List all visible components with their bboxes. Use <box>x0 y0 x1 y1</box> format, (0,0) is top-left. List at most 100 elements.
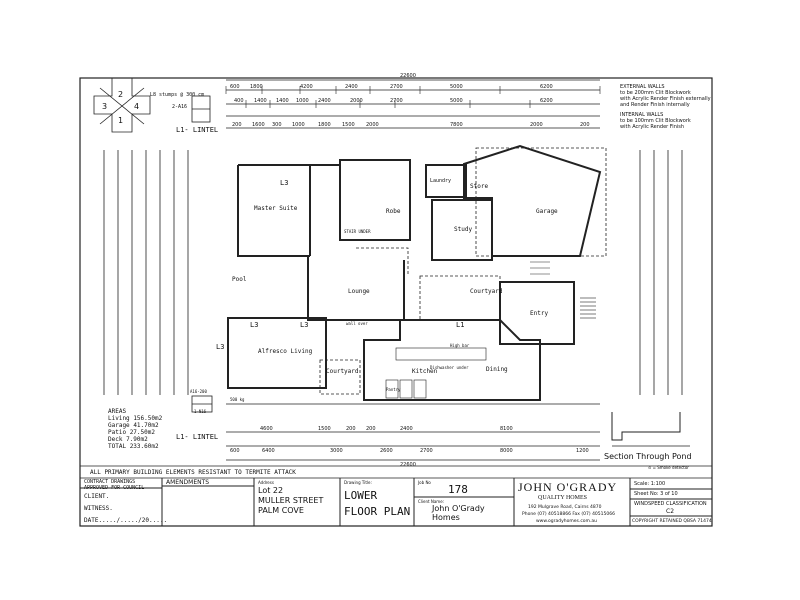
dim-top: 5000 <box>450 84 463 90</box>
walls-l4: to be 100mm Clit Blockwork <box>620 118 691 124</box>
dim-top: 4200 <box>300 84 313 90</box>
dim-top: 400 <box>234 98 244 104</box>
n16-note: 1-N16 <box>194 409 207 414</box>
room-courtyard-right: Courtyard <box>470 288 503 295</box>
section-pond-title: Section Through Pond <box>604 452 692 461</box>
room-garage: Garage <box>536 208 558 215</box>
address-line3: PALM COVE <box>258 506 304 515</box>
dim-top: 1800 <box>318 122 331 128</box>
dim-bottom: 2400 <box>400 426 413 432</box>
contract-line1: CONTRACT DRAWINGS <box>84 479 136 485</box>
label-l3: L3 <box>250 321 259 329</box>
windspeed-value: C2 <box>666 508 675 515</box>
room-dining: Dining <box>486 366 508 373</box>
drawing-title-label: Drawing Title: <box>344 480 372 485</box>
windspeed-label: WINDSPEED CLASSIFICATION <box>634 501 707 507</box>
dim-top: 2000 <box>530 122 543 128</box>
dim-top: 200 <box>232 122 242 128</box>
areas-value: 41.70m2 <box>133 422 159 429</box>
room-study: Study <box>454 226 473 233</box>
dim-bottom-overall: 22600 <box>400 462 416 468</box>
dim-bottom: 1500 <box>318 426 331 432</box>
stump-note: L8 stumps @ 300 cm <box>150 92 205 98</box>
dim-top: 1000 <box>292 122 305 128</box>
areas-value: 27.50m2 <box>129 429 155 436</box>
company-name: JOHN O'GRADY <box>518 480 618 494</box>
dim-top: 2700 <box>390 98 403 104</box>
room-courtyard-left: Courtyard <box>326 368 359 375</box>
label-l3: L3 <box>216 343 225 351</box>
drawing-title: LOWER FLOOR PLAN <box>344 490 410 518</box>
room-entry: Entry <box>530 310 549 317</box>
areas-row: Patio 27.50m2 <box>108 429 162 436</box>
contract-line2: APPROVED FOR COUNCIL <box>84 485 145 491</box>
scale: Scale: 1:100 <box>634 481 666 487</box>
label-l3: L3 <box>300 321 309 329</box>
contract-block: CONTRACT DRAWINGS APPROVED FOR COUNCIL <box>84 479 144 491</box>
dim-top: 7800 <box>450 122 463 128</box>
dim-top: 5000 <box>450 98 463 104</box>
company-address: 192 Mulgrave Road, Cairns 4870 <box>528 505 602 510</box>
lintel-note: L1- LINTEL <box>176 126 219 134</box>
sheet-no: Sheet No: 3 of 10 <box>634 491 678 497</box>
dim-top: 1400 <box>254 98 267 104</box>
date-line: DATE...../...../20..... <box>84 517 168 524</box>
highbar-note: High bar <box>450 343 470 348</box>
areas-row: Living 156.50m2 <box>108 415 162 422</box>
drawing-title-line2: FLOOR PLAN <box>344 505 411 518</box>
copyright: COPYRIGHT RETAINED QBSA 71474 <box>632 519 712 524</box>
a16-200-note: A16-200 <box>190 389 207 394</box>
company-web: www.ogradyhomes.com.au <box>536 519 597 524</box>
dim-top: 1500 <box>342 122 355 128</box>
dim-bottom: 200 <box>346 426 356 432</box>
termite-note: ALL PRIMARY BUILDING ELEMENTS RESISTANT … <box>90 469 296 476</box>
areas-key: TOTAL <box>108 443 127 450</box>
address-block: Lot 22 MULLER STREET PALM COVE <box>258 486 323 516</box>
dim-bottom: 600 <box>230 448 240 454</box>
amendments-header: AMENDMENTS <box>166 479 210 486</box>
address-label: Address <box>258 480 274 485</box>
walls-l5: with Acrylic Render Finish <box>620 124 685 130</box>
client-name-line1: John O'Grady <box>432 504 485 513</box>
dim-bottom: 1200 <box>576 448 589 454</box>
dim-bottom: 8000 <box>500 448 513 454</box>
room-pool: Pool <box>232 276 247 283</box>
areas-key: Patio <box>108 429 127 436</box>
dim-top: 200 <box>580 122 590 128</box>
client-sign-line: CLIENT. <box>84 493 110 500</box>
dim-top: 300 <box>272 122 282 128</box>
label-l3: L3 <box>280 179 289 187</box>
address-line2: MULLER STREET <box>258 496 324 505</box>
client-name: John O'Grady Homes <box>432 504 485 522</box>
dim-top: 2000 <box>350 98 363 104</box>
dim-top: 1400 <box>276 98 289 104</box>
areas-key: Deck <box>108 436 123 443</box>
compass-4: 4 <box>134 102 140 111</box>
lintel-bottom-note: L1- LINTEL <box>176 433 219 441</box>
dim-bottom: 3000 <box>330 448 343 454</box>
company-phone: Phone (07) 40518866 Fax (07) 40515066 <box>522 512 615 517</box>
areas-value: 156.50m2 <box>133 415 163 422</box>
stair-under-note: STAIR UNDER <box>344 229 371 234</box>
compass-3: 3 <box>102 102 108 111</box>
client-name-line2: Homes <box>432 513 460 522</box>
client-name-label: Client Name: <box>418 499 444 504</box>
compass-2: 2 <box>118 90 124 99</box>
room-laundry: Laundry <box>430 178 452 184</box>
areas-row: TOTAL 233.60m2 <box>108 443 162 450</box>
areas-value: 233.60m2 <box>129 443 159 450</box>
walls-l3: and Render Finish internally <box>620 102 690 108</box>
address-line1: Lot 22 <box>258 486 284 495</box>
dim-bottom: 4600 <box>260 426 273 432</box>
dim-top: 2400 <box>318 98 331 104</box>
dim-bottom: 6400 <box>262 448 275 454</box>
dim-top: 2400 <box>345 84 358 90</box>
walls-l1: to be 200mm Clit Blockwork <box>620 90 691 96</box>
drawing-title-line1: LOWER <box>344 489 378 502</box>
job-no: 178 <box>448 483 468 496</box>
dim-bottom: 200 <box>366 426 376 432</box>
wall-over-note: wall over <box>346 321 368 326</box>
dim-top: 6200 <box>540 98 553 104</box>
label-l1: L1 <box>456 321 465 329</box>
